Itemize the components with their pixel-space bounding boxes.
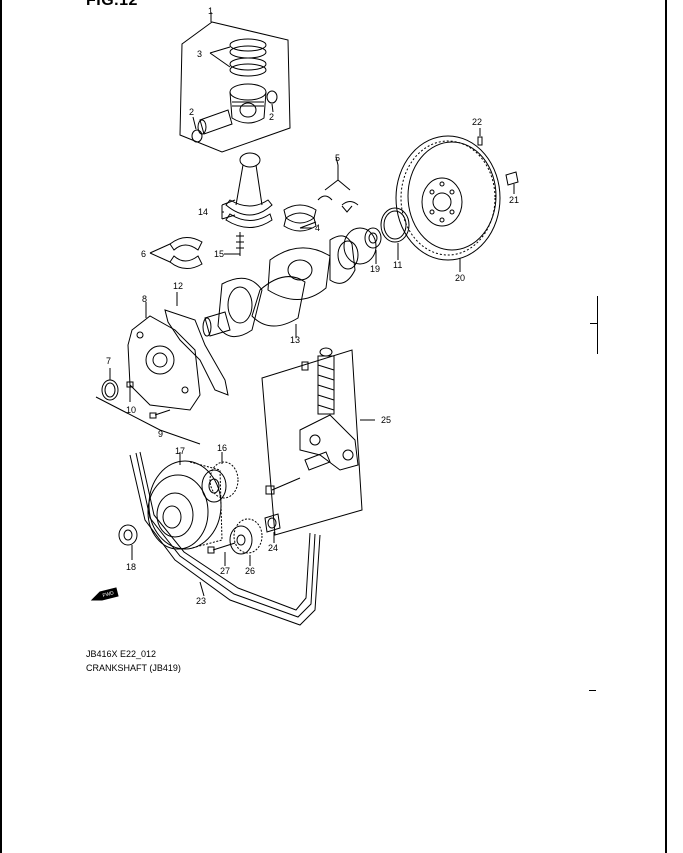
callout-10: 10 — [126, 405, 136, 415]
callout-3: 3 — [197, 49, 202, 59]
edge-tick-mark-h — [590, 323, 598, 324]
crank-pulley — [147, 452, 223, 550]
pulley-bolt-18 — [118, 524, 138, 560]
housing-bracket-line — [95, 396, 201, 445]
callout-6: 6 — [141, 249, 146, 259]
figure-title: FIG.12 — [86, 0, 138, 9]
thrust-bearings-5 — [317, 165, 359, 213]
drive-belt — [129, 451, 321, 626]
cap-24 — [264, 513, 281, 543]
callout-8: 8 — [142, 294, 147, 304]
dowel-22 — [477, 128, 483, 146]
callout-9: 9 — [158, 429, 163, 439]
callout-21: 21 — [509, 195, 519, 205]
leader-lines — [222, 156, 375, 421]
callout-22: 22 — [472, 117, 482, 127]
edge-dash-mark — [589, 690, 596, 691]
callout-1: 1 — [208, 6, 213, 16]
bolt-27 — [207, 542, 236, 566]
flywheel — [395, 135, 501, 272]
callout-12: 12 — [173, 281, 183, 291]
callout-2a: 2 — [189, 107, 194, 117]
tensioner-arm — [299, 414, 359, 471]
callout-27: 27 — [220, 566, 230, 576]
callout-11: 11 — [393, 260, 402, 270]
crankshaft — [202, 227, 377, 338]
callout-23: 23 — [196, 596, 206, 606]
bolt-10 — [126, 381, 134, 402]
figure-code: JB416X E22_012 — [86, 649, 157, 659]
callout-5: 5 — [335, 153, 340, 163]
callout-25: 25 — [381, 415, 391, 425]
callout-20: 20 — [455, 273, 465, 283]
crank-bearings-4 — [283, 204, 317, 232]
callout-15: 15 — [214, 249, 224, 259]
callout-4: 4 — [315, 223, 320, 233]
callout-24: 24 — [268, 543, 278, 553]
callout-14: 14 — [198, 207, 208, 217]
callout-7: 7 — [106, 356, 111, 366]
bolt-9 — [149, 409, 171, 419]
rod-bolt — [228, 232, 244, 256]
callout-18: 18 — [126, 562, 136, 572]
fwd-arrow-icon — [90, 587, 119, 601]
page-left-border — [0, 0, 2, 853]
piston — [229, 83, 267, 124]
main-bearings-6 — [149, 237, 203, 269]
oil-seal-7 — [101, 368, 119, 401]
callout-16: 16 — [217, 443, 227, 453]
figure-name: CRANKSHAFT (JB419) — [86, 663, 181, 673]
bolt-21 — [505, 171, 519, 194]
fwd-label: FWD — [102, 590, 115, 599]
page-right-border — [665, 0, 667, 853]
piston-rings — [209, 38, 267, 77]
callout-17: 17 — [175, 446, 185, 456]
snap-rings — [191, 90, 278, 143]
callout-19: 19 — [370, 264, 380, 274]
edge-tick-mark — [597, 296, 598, 354]
callout-2b: 2 — [269, 112, 274, 122]
oil-seal-19 — [364, 227, 382, 264]
callout-26: 26 — [245, 566, 255, 576]
piston-assembly-box — [179, 12, 291, 153]
tensioner-bolt — [265, 451, 331, 495]
plate-11 — [380, 207, 410, 260]
piston-pin — [197, 109, 233, 135]
idler-pulley-26 — [229, 518, 263, 566]
callout-13: 13 — [290, 335, 300, 345]
gasket-12 — [164, 292, 229, 396]
connecting-rod — [221, 152, 273, 228]
tensioner-damper — [301, 347, 335, 415]
oil-pump-housing — [127, 302, 201, 411]
tensioner-box — [261, 349, 370, 536]
